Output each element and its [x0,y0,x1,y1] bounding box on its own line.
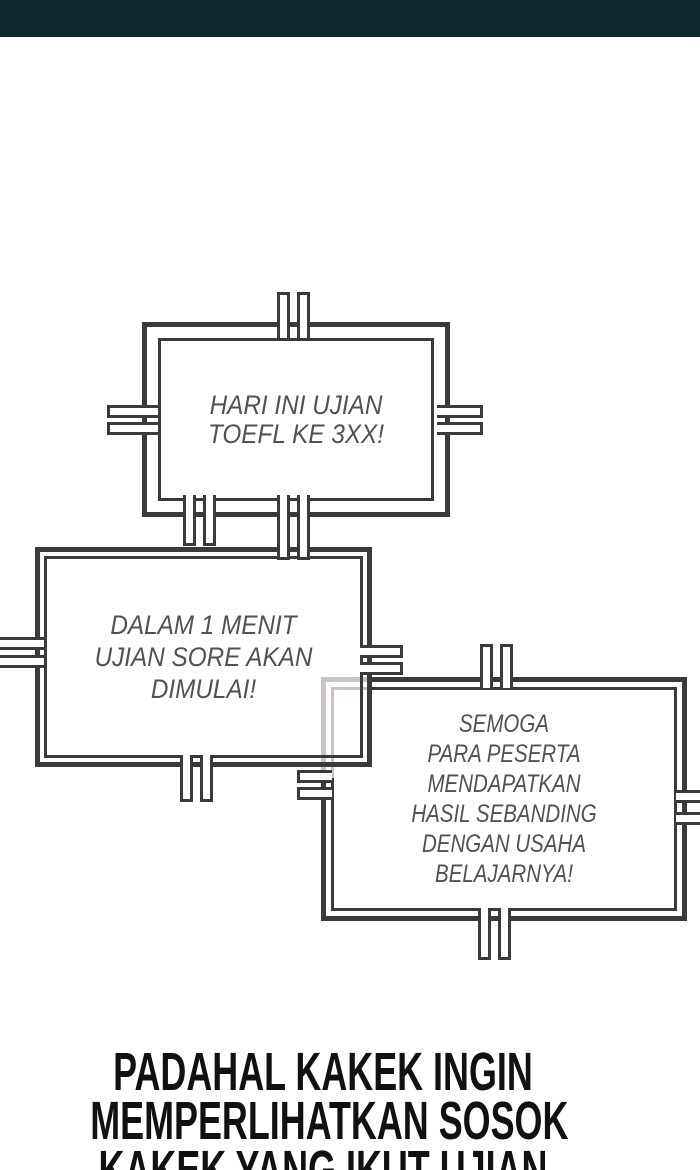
bubble-text-line: PARA PESERTA [427,740,581,768]
speaker-prong [500,644,513,688]
speaker-prong [360,645,403,658]
speaker-prong [180,755,193,802]
speaker-prong [107,405,158,418]
bubble-text-line: BELAJARNYA! [435,860,573,888]
speaker-prong [203,495,216,546]
bubble-text-line: TOEFL KE 3XX! [207,418,385,449]
speech-box-1-inner-frame [158,338,434,501]
speaker-prong [0,637,44,650]
overlap-ghost-line [321,677,370,682]
speaker-prong [107,422,158,435]
narration-caption: PADAHAL KAKEK INGIN MEMPERLIHATKAN SOSOK… [0,1042,673,1170]
overlap-ghost-line [331,687,334,778]
speaker-prong [297,787,332,800]
speaker-prong [297,495,310,560]
speech-box-3: SEMOGA PARA PESERTA MENDAPATKAN HASIL SE… [321,677,687,921]
speech-box-3-fill [321,677,687,921]
caption-line: KAKEK YANG IKUT UJIAN [98,1140,548,1170]
bubble-text-line: DENGAN USAHA [421,830,587,858]
speech-box-2-text: DALAM 1 MENIT UJIAN SORE AKAN DIMULAI! [56,552,350,762]
caption-line: PADAHAL KAKEK INGIN [113,1042,533,1102]
bubble-text-line: HASIL SEBANDING [411,800,597,828]
speaker-prong [0,655,44,668]
speaker-prong [200,755,213,802]
speech-box-2: DALAM 1 MENIT UJIAN SORE AKAN DIMULAI! [35,547,372,767]
speaker-prong [277,495,290,560]
speaker-prong [360,662,403,675]
speech-box-1-text: HARI INI UJIAN TOEFL KE 3XX! [162,327,430,512]
bubble-text-line: DALAM 1 MENIT [110,610,297,640]
speech-box-1: HARI INI UJIAN TOEFL KE 3XX! [142,322,450,517]
speaker-prong [676,790,700,803]
bubble-text-line: MENDAPATKAN [427,770,581,798]
bubble-text-line: HARI INI UJIAN [209,389,383,420]
speaker-prong [478,908,491,960]
speaker-prong [183,495,196,546]
speech-box-3-text: SEMOGA PARA PESERTA MENDAPATKAN HASIL SE… [358,682,650,916]
bubble-text-line: SEMOGA [459,710,549,738]
speaker-prong [297,292,310,338]
app-top-bar [0,0,700,37]
speaker-prong [676,812,700,825]
bubble-text-line: UJIAN SORE AKAN [94,642,313,672]
speaker-prong [437,422,483,435]
speaker-prong [277,292,290,338]
bubble-text-line: DIMULAI! [150,674,257,704]
overlap-ghost-line [331,687,370,690]
speaker-prong [498,908,511,960]
speaker-prong [297,770,332,783]
speaker-prong [480,644,493,688]
overlap-ghost-line [321,677,326,778]
speaker-prong [437,405,483,418]
caption-line: MEMPERLIHATKAN SOSOK [90,1091,569,1151]
